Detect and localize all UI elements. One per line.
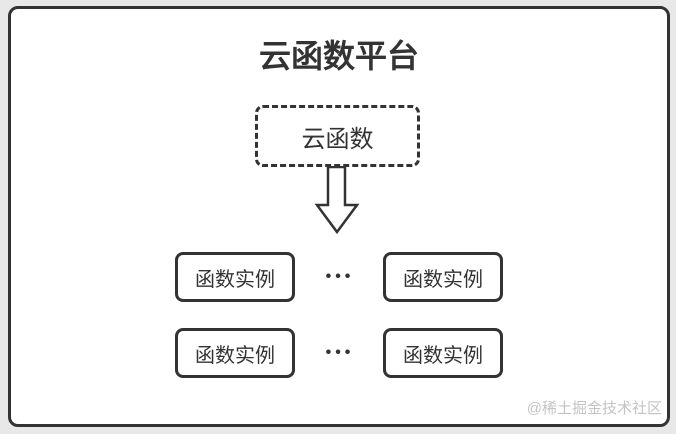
ellipsis-icon: ••• <box>325 344 355 361</box>
function-instance-node: 函数实例 <box>383 252 503 302</box>
down-arrow-icon <box>314 166 360 235</box>
watermark: @稀土掘金技术社区 <box>526 400 662 417</box>
function-instance-label: 函数实例 <box>195 268 275 291</box>
diagram-title: 云函数平台 <box>258 38 419 74</box>
function-instance-label: 函数实例 <box>403 344 483 367</box>
cloud-platform-frame: 云函数平台 云函数 函数实例 ••• 函数实例 函数实例 ••• 函数实例 @稀… <box>8 6 670 427</box>
cloud-function-label: 云函数 <box>301 125 374 153</box>
ellipsis-icon: ••• <box>325 268 355 285</box>
function-instance-node: 函数实例 <box>175 252 295 302</box>
function-instance-label: 函数实例 <box>195 344 275 367</box>
function-instance-label: 函数实例 <box>403 268 483 291</box>
cloud-function-node: 云函数 <box>255 105 420 167</box>
function-instance-node: 函数实例 <box>383 328 503 378</box>
function-instance-node: 函数实例 <box>175 328 295 378</box>
